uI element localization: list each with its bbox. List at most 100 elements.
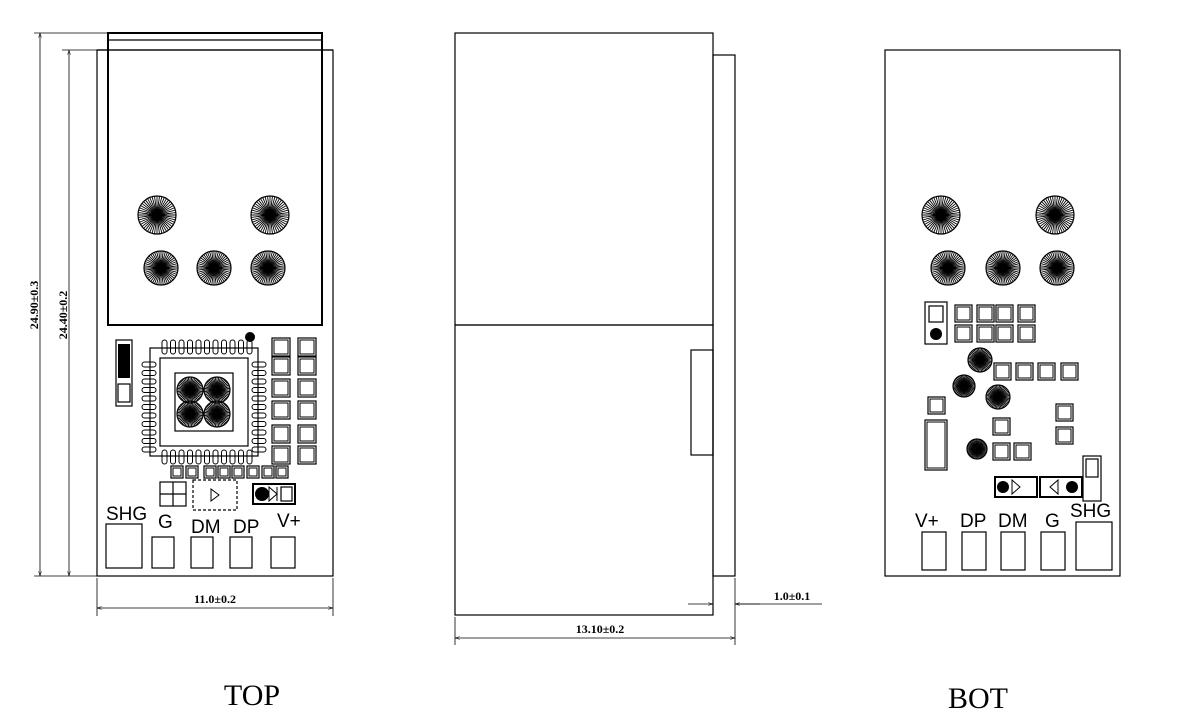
qfn-pin [141, 421, 157, 427]
qfn-pin [141, 395, 157, 402]
qfn-pin [141, 378, 157, 385]
qfn-pin [141, 446, 157, 453]
qfn-pin [251, 378, 267, 385]
small-passive [246, 465, 260, 479]
bottom-view: V+ DP DM G SHG BOT [884, 49, 1121, 715]
top-center-thermal-vias [176, 376, 231, 428]
passive [297, 337, 317, 357]
bot-pin-label-dp: DP [960, 511, 986, 532]
top-pin-label-dm: DM [191, 517, 221, 538]
top-passive-components [271, 337, 317, 465]
bot-pin-label-vplus: V+ [915, 511, 939, 532]
qfn-pin [161, 449, 168, 465]
bot-via [966, 438, 988, 460]
qfn-pin [178, 339, 185, 355]
qfn-pin [251, 387, 267, 393]
top-small-components-row [170, 465, 289, 479]
top-dim-height-inner-text: 24.40±0.2 [56, 291, 70, 340]
passive [297, 356, 317, 376]
top-left-component [115, 339, 133, 407]
qfn-pin [187, 449, 193, 465]
bot-pin-label-dm: DM [998, 511, 1028, 532]
thermal-via [203, 400, 231, 428]
qfn-pin [195, 339, 202, 355]
top-dim-height-outer-text: 24.90±0.3 [27, 281, 41, 330]
small-passive [217, 465, 231, 479]
bot-vias [952, 347, 1011, 460]
bot-passive [1015, 362, 1034, 381]
passive [271, 356, 291, 376]
top-hole [250, 250, 286, 286]
qfn-pin [141, 429, 157, 436]
passive [271, 445, 291, 465]
small-passive [203, 465, 217, 479]
qfn-pin [161, 339, 168, 355]
bot-diodes [994, 455, 1102, 502]
bot-passive [995, 304, 1014, 323]
bottom-view-label: BOT [948, 682, 1008, 715]
qfn-pin [251, 395, 267, 402]
qfn-pin [251, 361, 267, 368]
side-pcb [712, 54, 736, 577]
bot-passive [976, 304, 995, 323]
bot-passive [954, 304, 973, 323]
bot-passive [1037, 362, 1056, 381]
qfn-pin [238, 339, 244, 355]
bot-passive [992, 417, 1011, 436]
qfn-pin [251, 446, 267, 453]
qfn-pin [221, 449, 227, 465]
small-passive [261, 465, 275, 479]
qfn-pin [229, 449, 236, 465]
top-dim-width: 11.0±0.2 [97, 578, 333, 616]
qfn-pin [246, 449, 253, 465]
top-shield-holes [137, 195, 290, 286]
bot-passive [976, 324, 995, 343]
side-view: 13.10±0.2 1.0±0.1 [454, 32, 822, 645]
bot-hole [1039, 250, 1075, 286]
qfn-pin [141, 361, 157, 368]
top-dim-height-inner: 24.40±0.2 [56, 50, 97, 576]
side-shield-lower [454, 324, 714, 616]
qfn-pin [141, 387, 157, 393]
small-passive [170, 465, 184, 479]
top-pin-label-vplus: V+ [277, 511, 301, 532]
top-hole [143, 250, 179, 286]
qfn-pin [141, 404, 157, 410]
qfn-pin [246, 339, 253, 355]
bot-passive [1017, 304, 1036, 323]
small-passive [231, 465, 245, 479]
qfn-pin [238, 449, 244, 465]
qfn-pin [251, 370, 267, 376]
top-diode [252, 483, 296, 505]
side-dim-pcb-text: 1.0±0.1 [774, 589, 811, 603]
passive [297, 424, 317, 444]
passive [271, 400, 291, 420]
qfn-pin [251, 438, 267, 444]
side-dim-depth-text: 13.10±0.2 [576, 622, 625, 636]
qfn-pin [170, 339, 176, 355]
passive [271, 424, 291, 444]
bot-passive [1055, 403, 1074, 422]
thermal-via [176, 376, 204, 404]
top-dim-width-text: 11.0±0.2 [194, 592, 236, 606]
top-view: SHG G DM DP V+ 11.0±0.2 24.90±0.3 [27, 32, 333, 712]
small-passive [275, 465, 289, 479]
qfn-pin [221, 339, 227, 355]
top-view-label: TOP [224, 679, 280, 712]
bot-passive [992, 442, 1011, 461]
qfn-pin [204, 449, 210, 465]
side-dim-depth: 13.10±0.2 [455, 578, 735, 645]
bot-via [985, 384, 1011, 410]
bot-left-component [924, 301, 948, 345]
bot-hole [985, 250, 1021, 286]
qfn-pin [251, 429, 267, 436]
top-qfn-pins [141, 339, 267, 465]
bot-passive [1060, 362, 1079, 381]
qfn-pin [229, 339, 236, 355]
bot-passive [1055, 426, 1074, 445]
side-shield-upper [454, 32, 714, 326]
bot-pin-label-g: G [1045, 511, 1060, 532]
passive [271, 337, 291, 357]
bot-passive [995, 324, 1014, 343]
